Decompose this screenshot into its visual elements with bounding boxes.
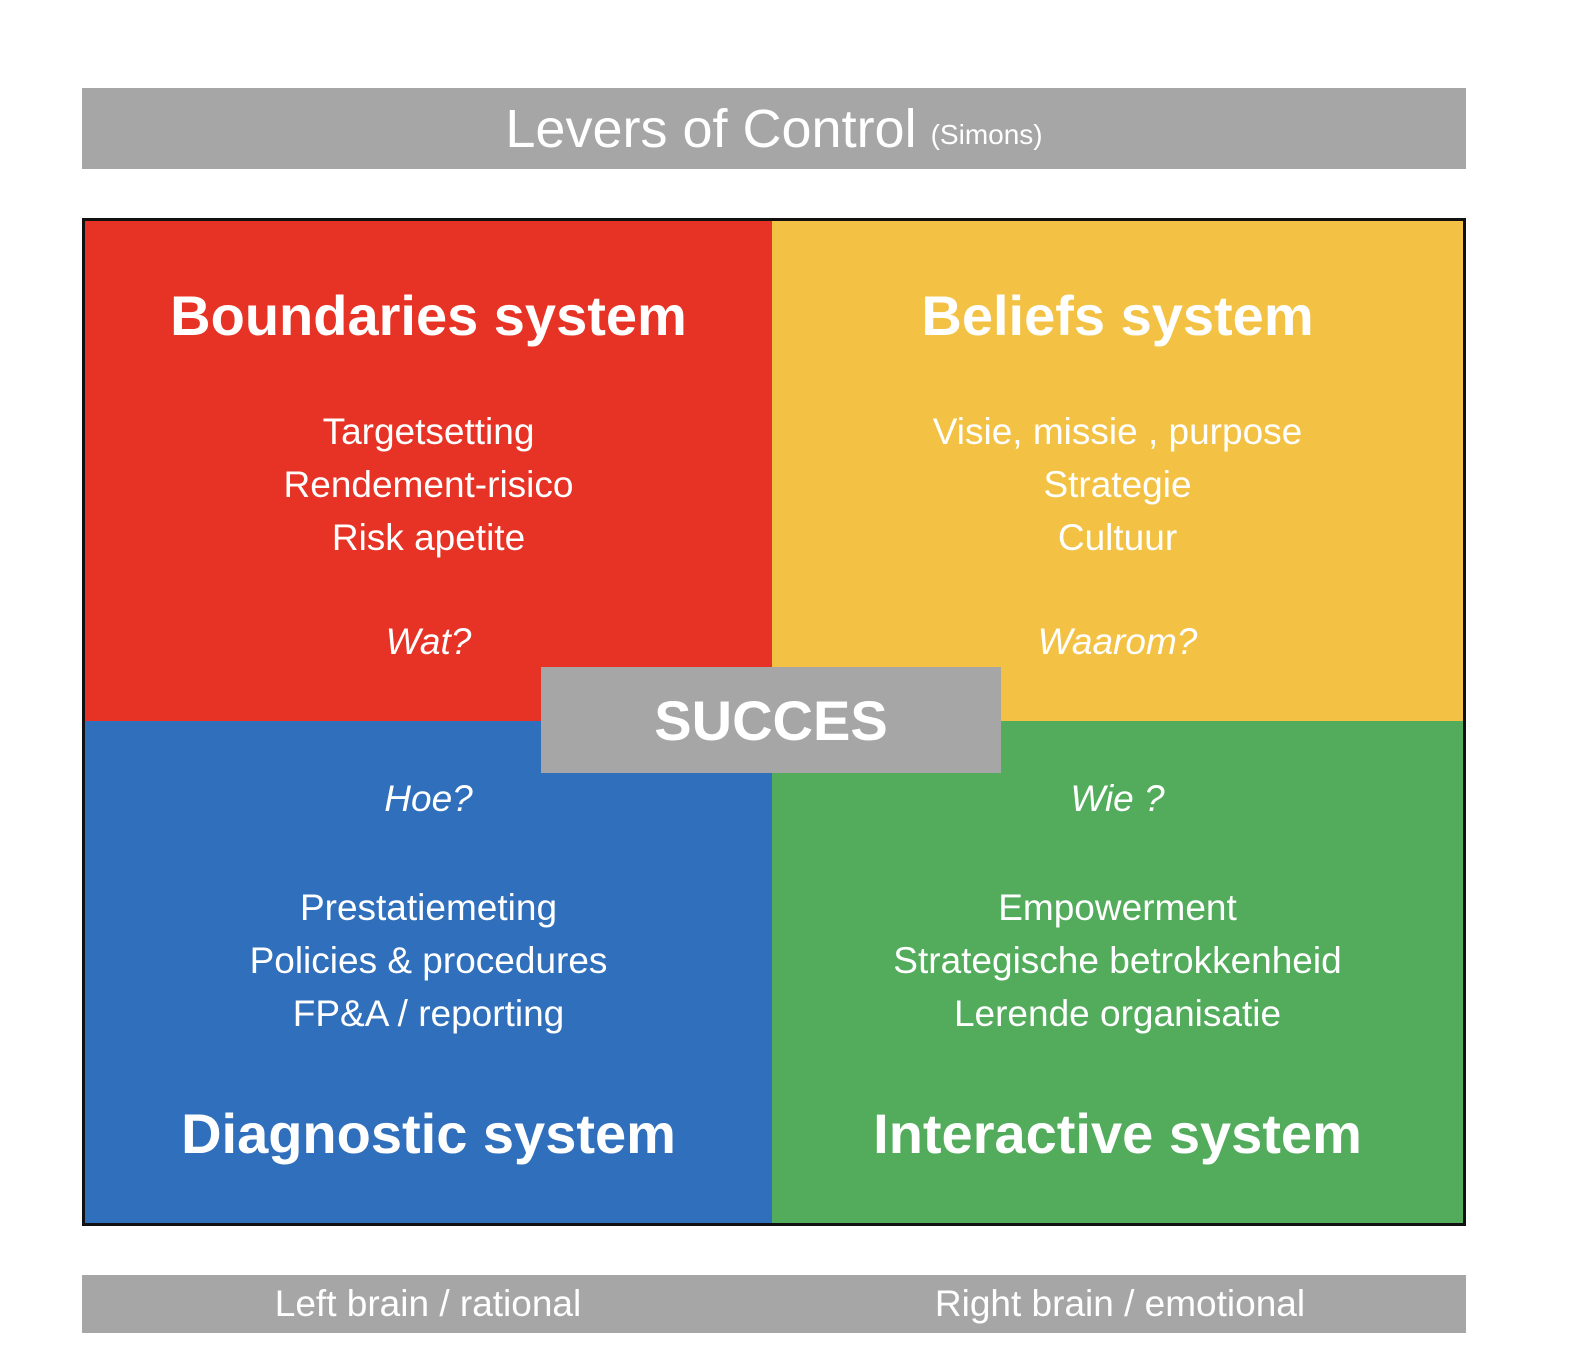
boundaries-items: Targetsetting Rendement-risico Risk apet… <box>85 405 772 564</box>
succes-center-box: SUCCES <box>541 667 1001 773</box>
diagnostic-item: FP&A / reporting <box>292 993 565 1034</box>
boundaries-heading: Boundaries system <box>170 284 687 347</box>
interactive-item: Empowerment <box>998 887 1237 928</box>
interactive-items: Empowerment Strategische betrokkenheid L… <box>772 881 1463 1040</box>
quadrant-boundaries: Boundaries system Targetsetting Rendemen… <box>85 221 772 721</box>
diagnostic-items: Prestatiemeting Policies & procedures FP… <box>85 881 772 1040</box>
beliefs-heading: Beliefs system <box>921 284 1314 347</box>
beliefs-item: Cultuur <box>1057 517 1178 558</box>
diagnostic-item: Prestatiemeting <box>299 887 558 928</box>
boundaries-item: Targetsetting <box>322 411 535 452</box>
interactive-item: Strategische betrokkenheid <box>893 940 1342 981</box>
interactive-heading: Interactive system <box>873 1102 1362 1165</box>
footer-left-label: Left brain / rational <box>274 1283 582 1324</box>
interactive-item: Lerende organisatie <box>953 993 1282 1034</box>
beliefs-question: Waarom? <box>1037 621 1198 662</box>
boundaries-item: Rendement-risico <box>283 464 574 505</box>
diagnostic-question: Hoe? <box>384 778 473 819</box>
footer-bar: Left brain / rational Right brain / emot… <box>82 1275 1466 1333</box>
diagnostic-heading: Diagnostic system <box>181 1102 676 1165</box>
quadrant-diagnostic: Hoe? Prestatiemeting Policies & procedur… <box>85 721 772 1223</box>
levers-matrix: Boundaries system Targetsetting Rendemen… <box>82 218 1466 1226</box>
boundaries-item: Risk apetite <box>331 517 526 558</box>
beliefs-item: Strategie <box>1043 464 1192 505</box>
beliefs-items: Visie, missie , purpose Strategie Cultuu… <box>772 405 1463 564</box>
quadrant-beliefs: Beliefs system Visie, missie , purpose S… <box>772 221 1463 721</box>
quadrant-interactive: Wie ? Empowerment Strategische betrokken… <box>772 721 1463 1223</box>
interactive-question: Wie ? <box>1070 778 1165 819</box>
diagram-subtitle: (Simons) <box>930 118 1043 150</box>
diagnostic-item: Policies & procedures <box>249 940 608 981</box>
footer-right-label: Right brain / emotional <box>934 1283 1306 1324</box>
boundaries-question: Wat? <box>385 621 472 662</box>
beliefs-item: Visie, missie , purpose <box>932 411 1303 452</box>
diagram-title: Levers of Control <box>505 98 917 159</box>
title-bar: Levers of Control (Simons) <box>82 88 1466 169</box>
